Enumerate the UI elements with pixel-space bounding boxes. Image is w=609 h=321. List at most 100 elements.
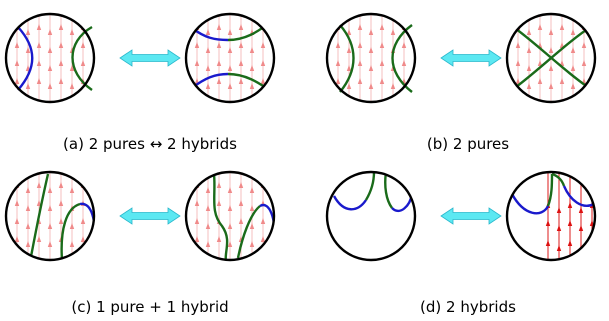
field-arrow <box>227 65 233 71</box>
caption-b: (b) 2 pures <box>427 135 509 153</box>
field-arrow <box>249 47 255 53</box>
field-arrow <box>25 205 31 211</box>
hybrid-curve <box>562 185 595 207</box>
boundary-circle <box>325 170 417 262</box>
field-arrow <box>357 42 363 48</box>
field-arrow <box>545 240 551 246</box>
hybrid-curve <box>364 172 376 201</box>
field-arrow <box>368 83 374 89</box>
field-arrow <box>548 47 554 53</box>
boundary-circle <box>325 12 417 104</box>
field-arrow <box>80 218 86 224</box>
field-arrow <box>260 78 266 84</box>
field-arrow <box>25 223 31 229</box>
field-lines <box>14 172 86 260</box>
field-arrow <box>69 187 75 193</box>
double-arrow-icon <box>119 49 181 67</box>
field-arrow <box>249 223 255 229</box>
field-arrow <box>58 218 64 224</box>
field-arrow <box>47 29 53 35</box>
field-arrow <box>537 60 543 66</box>
hybrid-curve <box>236 205 261 259</box>
field-arrow <box>14 78 20 84</box>
field-arrow <box>36 42 42 48</box>
field-arrow <box>379 24 385 30</box>
hybrid-curve <box>391 193 414 213</box>
field-arrow <box>346 65 352 71</box>
field-arrow <box>47 223 53 229</box>
panel-b: (b) 2 pures <box>325 12 597 153</box>
field-arrow <box>47 205 53 211</box>
field-arrow <box>526 29 532 35</box>
field-arrow <box>379 60 385 66</box>
field-arrow <box>194 60 200 66</box>
field-arrow <box>36 78 42 84</box>
boundary-circle <box>184 170 276 262</box>
field-arrow <box>69 29 75 35</box>
field-arrow <box>570 47 576 53</box>
pure-curve <box>17 26 34 91</box>
field-arrow <box>515 78 521 84</box>
field-arrow <box>379 42 385 48</box>
field-arrow <box>69 83 75 89</box>
panel-b-left-diagram <box>325 12 417 104</box>
pure-curve <box>28 173 50 260</box>
panel-a-left-diagram <box>4 12 96 104</box>
field-arrow <box>260 218 266 224</box>
field-arrow <box>216 42 222 48</box>
field-arrow <box>216 200 222 206</box>
field-arrow <box>36 24 42 30</box>
field-arrow <box>205 47 211 53</box>
field-arrow <box>357 24 363 30</box>
panel-d-right-diagram <box>505 170 597 262</box>
field-arrow <box>47 83 53 89</box>
hybrid-curve <box>332 195 367 211</box>
field-arrow <box>47 241 53 247</box>
field-arrow <box>589 240 595 246</box>
field-lines <box>335 14 407 102</box>
field-arrow <box>194 236 200 242</box>
field-arrow <box>249 241 255 247</box>
double-arrow-shape <box>119 49 181 67</box>
field-arrow <box>227 241 233 247</box>
field-arrow <box>346 83 352 89</box>
panel-a: (a) 2 pures ↔ 2 hybrids <box>4 12 276 153</box>
field-arrow <box>249 205 255 211</box>
field-arrow <box>559 24 565 30</box>
field-arrow <box>249 65 255 71</box>
field-arrow <box>238 78 244 84</box>
field-arrow <box>205 187 211 193</box>
field-arrow <box>238 218 244 224</box>
caption-a: (a) 2 pures ↔ 2 hybrids <box>63 135 237 153</box>
field-lines <box>545 172 595 260</box>
field-arrow <box>379 78 385 84</box>
hybrid-curve <box>60 202 81 260</box>
field-arrow <box>238 200 244 206</box>
field-arrow <box>260 42 266 48</box>
field-arrow <box>238 24 244 30</box>
field-lines <box>14 14 86 102</box>
field-arrow <box>249 187 255 193</box>
field-arrow <box>357 78 363 84</box>
panel-c-right-diagram <box>184 170 276 262</box>
field-arrow <box>80 60 86 66</box>
field-arrow <box>80 236 86 242</box>
field-arrow <box>567 240 573 246</box>
panel-c: (c) 1 pure + 1 hybrid <box>4 170 276 316</box>
panel-a-right-diagram <box>184 12 276 104</box>
hybrid-curve <box>79 202 94 239</box>
field-arrow <box>205 205 211 211</box>
field-lines <box>515 14 587 102</box>
field-arrow <box>537 24 543 30</box>
field-arrow <box>58 182 64 188</box>
field-arrow <box>36 60 42 66</box>
panel-b-right-diagram <box>505 12 597 104</box>
field-arrow <box>14 236 20 242</box>
field-arrow <box>227 47 233 53</box>
field-arrow <box>368 29 374 35</box>
field-arrow <box>556 207 562 213</box>
field-arrow <box>216 24 222 30</box>
pure-curve <box>339 24 355 93</box>
field-arrow <box>205 83 211 89</box>
